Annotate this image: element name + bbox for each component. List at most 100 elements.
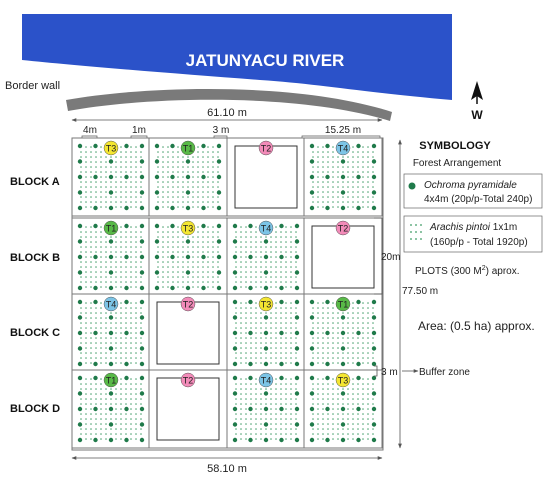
tree-dot: [263, 315, 269, 320]
groundcover-dot: [250, 241, 252, 243]
legend-cover-spacing: 1x1m: [490, 222, 517, 233]
groundcover-dot: [162, 161, 164, 163]
groundcover-dot: [110, 312, 112, 314]
groundcover-dot: [372, 181, 374, 183]
groundcover-dot: [182, 161, 184, 163]
groundcover-dot: [85, 261, 87, 263]
treatment-badge: [258, 372, 274, 388]
groundcover-dot: [85, 156, 87, 158]
groundcover-dot: [352, 181, 354, 183]
groundcover-dot: [270, 352, 272, 354]
groundcover-dot: [327, 418, 329, 420]
groundcover-dot: [285, 423, 287, 425]
groundcover-dot: [135, 428, 137, 430]
groundcover-dot: [130, 423, 132, 425]
groundcover-dot: [85, 256, 87, 258]
groundcover-dot: [192, 276, 194, 278]
groundcover-dot: [332, 156, 334, 158]
plot-height-bracket: [374, 217, 383, 295]
tree-dot: [93, 143, 98, 149]
groundcover-dot: [135, 357, 137, 359]
groundcover-dot: [85, 312, 87, 314]
groundcover-dot: [115, 347, 117, 349]
groundcover-dot: [212, 176, 214, 178]
groundcover-dot: [125, 171, 127, 173]
groundcover-dot: [240, 403, 242, 405]
groundcover-dot: [255, 408, 257, 410]
groundcover-dot: [95, 171, 97, 173]
groundcover-dot: [140, 156, 142, 158]
groundcover-dot: [357, 196, 359, 198]
groundcover-dot: [207, 156, 209, 158]
groundcover-dot: [275, 251, 277, 253]
groundcover-dot: [362, 201, 364, 203]
groundcover-dot: [260, 337, 262, 339]
groundcover-dot: [125, 403, 127, 405]
groundcover-dot: [255, 438, 257, 440]
groundcover-dot: [332, 362, 334, 364]
groundcover-dot: [285, 428, 287, 430]
groundcover-dot: [285, 302, 287, 304]
tree-dot: [279, 330, 284, 336]
groundcover-dot: [140, 383, 142, 385]
groundcover-dot: [327, 403, 329, 405]
groundcover-dot: [290, 418, 292, 420]
groundcover-dot: [172, 161, 174, 163]
groundcover-dot: [202, 201, 204, 203]
groundcover-dot: [100, 307, 102, 309]
groundcover-dot: [197, 251, 199, 253]
groundcover-dot: [240, 327, 242, 329]
groundcover-dot: [90, 327, 92, 329]
groundcover-dot: [105, 332, 107, 334]
groundcover-dot: [260, 438, 262, 440]
tree-dot: [77, 346, 83, 351]
groundcover-dot: [362, 388, 364, 390]
tree-dot: [154, 285, 160, 291]
groundcover-dot: [105, 408, 107, 410]
groundcover-dot: [280, 393, 282, 395]
groundcover-dot: [105, 246, 107, 248]
tree-dot: [356, 437, 361, 443]
groundcover-dot: [342, 156, 344, 158]
groundcover-dot: [352, 171, 354, 173]
groundcover-dot: [90, 357, 92, 359]
groundcover-dot: [90, 347, 92, 349]
groundcover-dot: [312, 357, 314, 359]
groundcover-dot: [415, 238, 417, 240]
groundcover-dot: [120, 181, 122, 183]
groundcover-dot: [317, 357, 319, 359]
groundcover-dot: [115, 423, 117, 425]
groundcover-dot: [342, 196, 344, 198]
groundcover-dot: [322, 166, 324, 168]
groundcover-dot: [105, 171, 107, 173]
tree-dot: [108, 391, 114, 396]
groundcover-dot: [352, 418, 354, 420]
groundcover-dot: [95, 347, 97, 349]
tree-dot: [248, 254, 253, 260]
tree-dot: [248, 223, 253, 229]
tree-dot: [340, 422, 346, 427]
groundcover-dot: [100, 357, 102, 359]
groundcover-dot: [182, 256, 184, 258]
groundcover-dot: [95, 166, 97, 168]
groundcover-dot: [290, 332, 292, 334]
groundcover-dot: [187, 166, 189, 168]
groundcover-dot: [245, 388, 247, 390]
groundcover-dot: [135, 156, 137, 158]
groundcover-dot: [250, 281, 252, 283]
groundcover-dot: [135, 161, 137, 163]
treatment-label: T3: [183, 224, 194, 234]
groundcover-dot: [80, 428, 82, 430]
groundcover-dot: [342, 357, 344, 359]
groundcover-dot: [187, 186, 189, 188]
groundcover-dot: [322, 156, 324, 158]
groundcover-dot: [312, 312, 314, 314]
groundcover-dot: [240, 418, 242, 420]
groundcover-dot: [295, 261, 297, 263]
tree-dot: [309, 375, 315, 381]
groundcover-dot: [177, 151, 179, 153]
tree-dot: [139, 406, 145, 412]
groundcover-dot: [295, 337, 297, 339]
groundcover-dot: [187, 246, 189, 248]
groundcover-dot: [157, 251, 159, 253]
